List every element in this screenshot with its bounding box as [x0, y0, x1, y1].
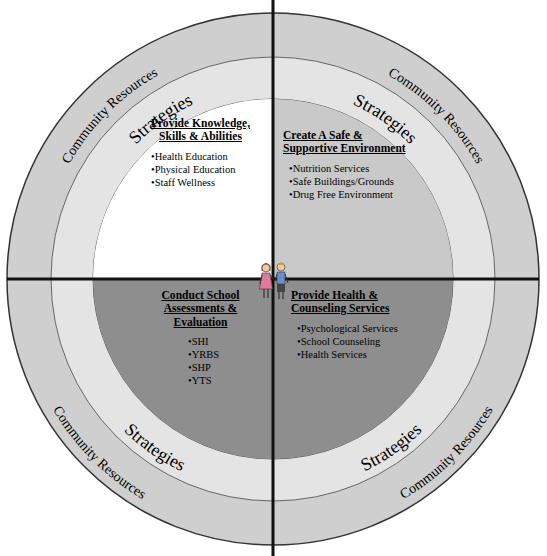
ring-label: Strategies [125, 90, 196, 148]
quadrant-fill [273, 99, 453, 279]
strategies-ring [51, 57, 495, 501]
ring-label: Community Resources [59, 65, 160, 166]
bullet-item: •Health Education [143, 150, 258, 163]
child-figure [275, 263, 288, 300]
quadrant-panel: Provide Knowledge, Skills & Abilities •He… [93, 99, 273, 279]
quadrant-heading: Create A Safe & Supportive Environment [283, 129, 408, 156]
ring-label: Strategies [357, 419, 425, 475]
quadrant-text: Conduct School Assessments & Evaluation •… [143, 289, 258, 387]
quadrant-panel: Conduct School Assessments & Evaluation •… [93, 279, 273, 459]
bullet-item: •Health Services [291, 348, 409, 361]
quadrant-text: Provide Knowledge, Skills & Abilities •He… [143, 117, 258, 189]
quadrant-fill [273, 279, 453, 459]
ring-label: Community Resources [386, 65, 487, 166]
divider-line [7, 278, 539, 281]
bullet-item: •School Counseling [291, 335, 409, 348]
ring-label: Strategies [121, 419, 189, 475]
ring-label: Strategies [351, 90, 422, 148]
ring-label: Community Resources [50, 403, 148, 501]
bullet-item: •Psychological Services [291, 322, 409, 335]
quadrant-panel: Create A Safe & Supportive Environment •N… [273, 99, 453, 279]
bullet-item: •Safe Buildings/Grounds [283, 175, 408, 188]
bullet-item: •Staff Wellness [143, 176, 258, 189]
community-ring [7, 13, 539, 545]
bullet-item: •Drug Free Environment [283, 188, 408, 201]
bullet-item: •Physical Education [143, 163, 258, 176]
child-figure [260, 263, 276, 298]
bullet-item: •SHI [143, 335, 258, 348]
divider-line [272, 0, 275, 556]
ring-label: Community Resources [397, 403, 495, 501]
quadrant-fill [93, 99, 273, 279]
quadrant-panel: Provide Health & Counseling Services •Psy… [273, 279, 453, 459]
quadrant-heading: Provide Health & Counseling Services [291, 289, 409, 316]
quadrant-heading: Conduct School Assessments & Evaluation [143, 289, 258, 329]
inner-disk [93, 99, 453, 459]
quadrant-heading: Provide Knowledge, Skills & Abilities [143, 117, 258, 144]
bullet-item: •YTS [143, 374, 258, 387]
bullet-item: •YRBS [143, 348, 258, 361]
bullet-item: •SHP [143, 361, 258, 374]
quadrant-text: Provide Health & Counseling Services •Psy… [291, 289, 409, 361]
bullet-item: •Nutrition Services [283, 162, 408, 175]
quadrant-text: Create A Safe & Supportive Environment •N… [283, 129, 408, 201]
quadrant-fill [93, 279, 273, 459]
